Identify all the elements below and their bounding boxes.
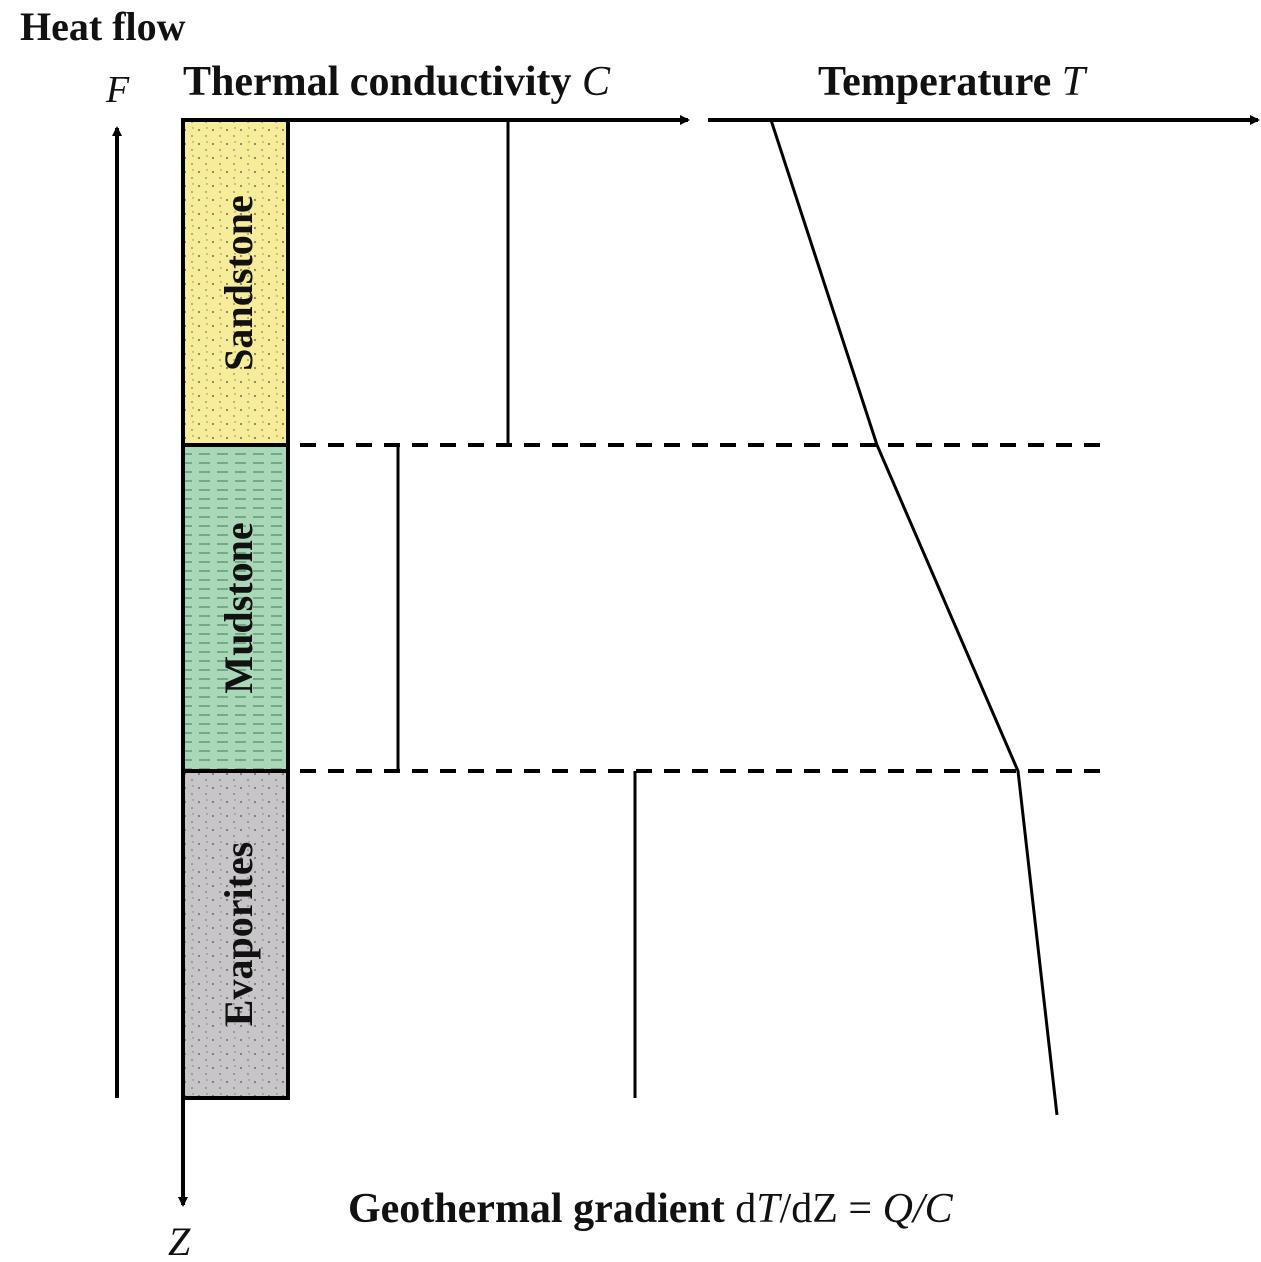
- gradient-d1: d: [735, 1186, 756, 1232]
- gradient-T: T: [756, 1186, 782, 1232]
- gradient-dZ: /dZ =: [780, 1186, 883, 1232]
- layer-label-evaporites: Evaporites: [216, 842, 261, 1026]
- layer-label-mudstone: Mudstone: [216, 522, 261, 693]
- temperature-symbol: T: [1062, 59, 1088, 105]
- strat-column: Sandstone Mudstone Evaporites: [181, 118, 290, 1100]
- gradient-QC: Q/C: [883, 1186, 954, 1232]
- layer-sandstone-texture: [183, 120, 288, 445]
- layer-label-sandstone: Sandstone: [216, 195, 261, 371]
- conductivity-label: Thermal conductivity C: [183, 59, 611, 105]
- layer-mudstone-texture: [183, 445, 288, 771]
- temperature-text: Temperature: [818, 59, 1062, 105]
- conductivity-symbol: C: [582, 59, 611, 105]
- gradient-text: Geothermal gradient: [348, 1186, 735, 1232]
- layer-evaporites-texture: [183, 771, 288, 1098]
- diagram-title: Heat flow: [20, 4, 186, 49]
- temperature-label: Temperature T: [818, 59, 1088, 105]
- depth-symbol: Z: [168, 1219, 191, 1262]
- gradient-formula: Geothermal gradient dT/dZ = Q/C: [348, 1186, 954, 1232]
- column-outline: [181, 118, 290, 1100]
- conductivity-text: Thermal conductivity: [183, 59, 582, 105]
- heat-flow-symbol: F: [105, 69, 130, 111]
- temperature-profile: [769, 119, 1059, 1116]
